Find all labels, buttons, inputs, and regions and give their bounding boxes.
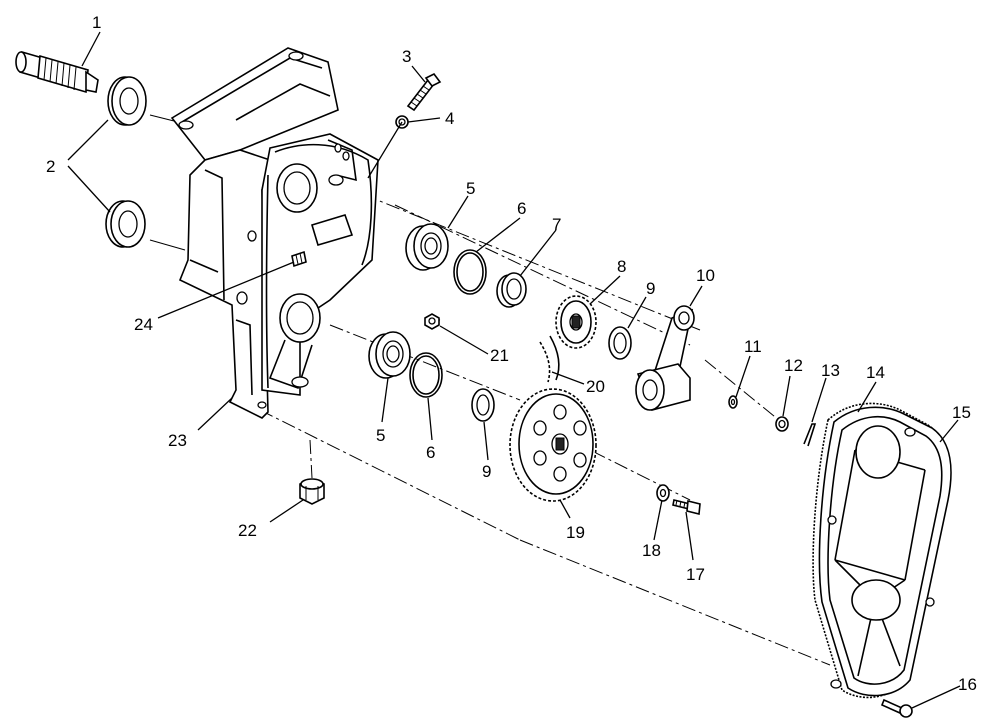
drive-chain [539,335,560,383]
callout-21: 21 [490,346,509,365]
hex-nut [424,313,440,330]
callout-15: 15 [952,403,971,422]
callout-11: 11 [744,337,762,356]
callout-19: 19 [566,523,585,542]
callout-10: 10 [696,266,715,285]
tensioner-arm [635,305,695,411]
snap-ring-lower [409,352,443,398]
bolt-washer [656,484,670,502]
callout-9-upper: 9 [646,279,655,298]
drive-shaft [15,50,99,94]
flat-washer [728,395,738,409]
oil-seal-lower [105,200,146,248]
cover-bolt [880,698,913,718]
bearing-lower [368,331,411,379]
bottom-sprocket [509,388,597,502]
callout-7: 7 [552,215,561,234]
callout-22: 22 [238,521,257,540]
callout-24: 24 [134,315,153,334]
callout-18: 18 [642,541,661,560]
chaincase-housing [170,47,379,419]
callout-6-lower: 6 [426,443,435,462]
drain-plug [299,478,325,505]
callout-8: 8 [617,257,626,276]
leader-lines [67,31,961,709]
callout-1: 1 [92,13,101,32]
snap-ring-upper [453,249,487,295]
top-sprocket [555,295,597,349]
oil-seal-upper [107,76,147,126]
bearing-upper [405,223,449,271]
bushing [496,272,527,308]
washer-upper [608,326,632,360]
callout-13: 13 [821,361,840,380]
callout-5-upper: 5 [466,179,475,198]
callout-20: 20 [586,377,605,396]
callout-12: 12 [784,356,803,375]
adjuster-bolt [406,72,442,112]
callout-16: 16 [958,675,977,694]
callout-4: 4 [445,109,454,128]
callout-17: 17 [686,565,705,584]
callout-6-upper: 6 [517,199,526,218]
castle-nut [775,416,789,432]
callout-23: 23 [168,431,187,450]
washer-lower [471,388,495,422]
callout-5-lower: 5 [376,426,385,445]
callout-2: 2 [46,157,55,176]
callout-3: 3 [402,47,411,66]
cotter-pin [803,423,817,447]
callout-labels: 1 2 3 4 5 5 6 6 7 8 9 9 10 11 12 13 14 1… [46,13,977,694]
callout-14: 14 [866,363,885,382]
sprocket-bolt [672,499,701,516]
chaincase-cover [818,406,952,697]
callout-9-lower: 9 [482,462,491,481]
